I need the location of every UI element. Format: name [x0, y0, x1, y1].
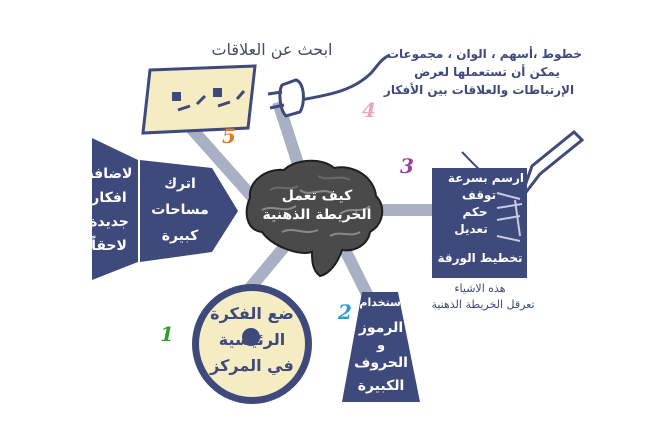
draw-note-line1: هذه الاشياء [454, 282, 506, 295]
main-idea-line2: الرئيسية [218, 330, 286, 349]
brain-icon [245, 159, 384, 278]
number-4: 4 [362, 98, 376, 122]
center-dot [242, 328, 260, 346]
space-inner-line2: مساحات [151, 202, 209, 218]
number-1: 1 [160, 322, 174, 346]
number-3: 3 [400, 154, 414, 178]
space-inner-line1: اترك [164, 176, 196, 192]
symbols-trapezoid [342, 292, 420, 402]
tools-line3: الإرتباطات والعلاقات بين الأفكار [383, 83, 575, 97]
symbols-line3: و [376, 338, 386, 353]
space-outer-line3: جديدة [89, 214, 129, 230]
space-outer-line2: افكار [91, 190, 127, 206]
symbols-line5: الكبيرة [357, 378, 405, 394]
draw-note-line2: تعرقل الخريطة الذهنية [431, 298, 535, 311]
draw-card-line2: توقف [461, 188, 497, 202]
space-outer-shape [92, 138, 138, 280]
draw-card-line1: ارسم بسرعة [447, 171, 524, 185]
power-plug-icon [267, 53, 391, 118]
space-outer-line4: لاحقاً [91, 238, 127, 254]
tools-line2: يمكن أن تستعملها لعرض [414, 65, 560, 79]
space-outer-line1: لاضافة [85, 166, 133, 182]
symbols-line4: الحروف [354, 355, 408, 371]
number-2: 2 [338, 300, 352, 324]
space-inner-shape [140, 160, 238, 262]
symbols-line1: استخدام [359, 296, 405, 309]
center-title-line1: كيف تعمل [281, 188, 353, 204]
draw-card [432, 168, 527, 278]
draw-card-line4: تعديل [454, 222, 488, 236]
main-idea-line1: ضع الفكرة [210, 304, 294, 323]
center-title-line2: الخريطة الذهنية [262, 207, 372, 223]
draw-card-line5: تخطيط الورقة [437, 251, 523, 265]
number-5: 5 [222, 124, 236, 148]
power-socket-icon [141, 64, 257, 135]
draw-card-line3: حكم [462, 205, 488, 219]
symbols-line2: الرموز [358, 320, 404, 336]
tools-line1: خطوط ،أسهم ، الوان ، مجموعات [386, 47, 582, 61]
space-inner-line3: كبيرة [161, 228, 199, 244]
search-relations-label: ابحث عن العلاقات [211, 40, 333, 59]
draw-card-scribbles [496, 192, 523, 242]
main-idea-line3: في المركز [210, 356, 294, 375]
